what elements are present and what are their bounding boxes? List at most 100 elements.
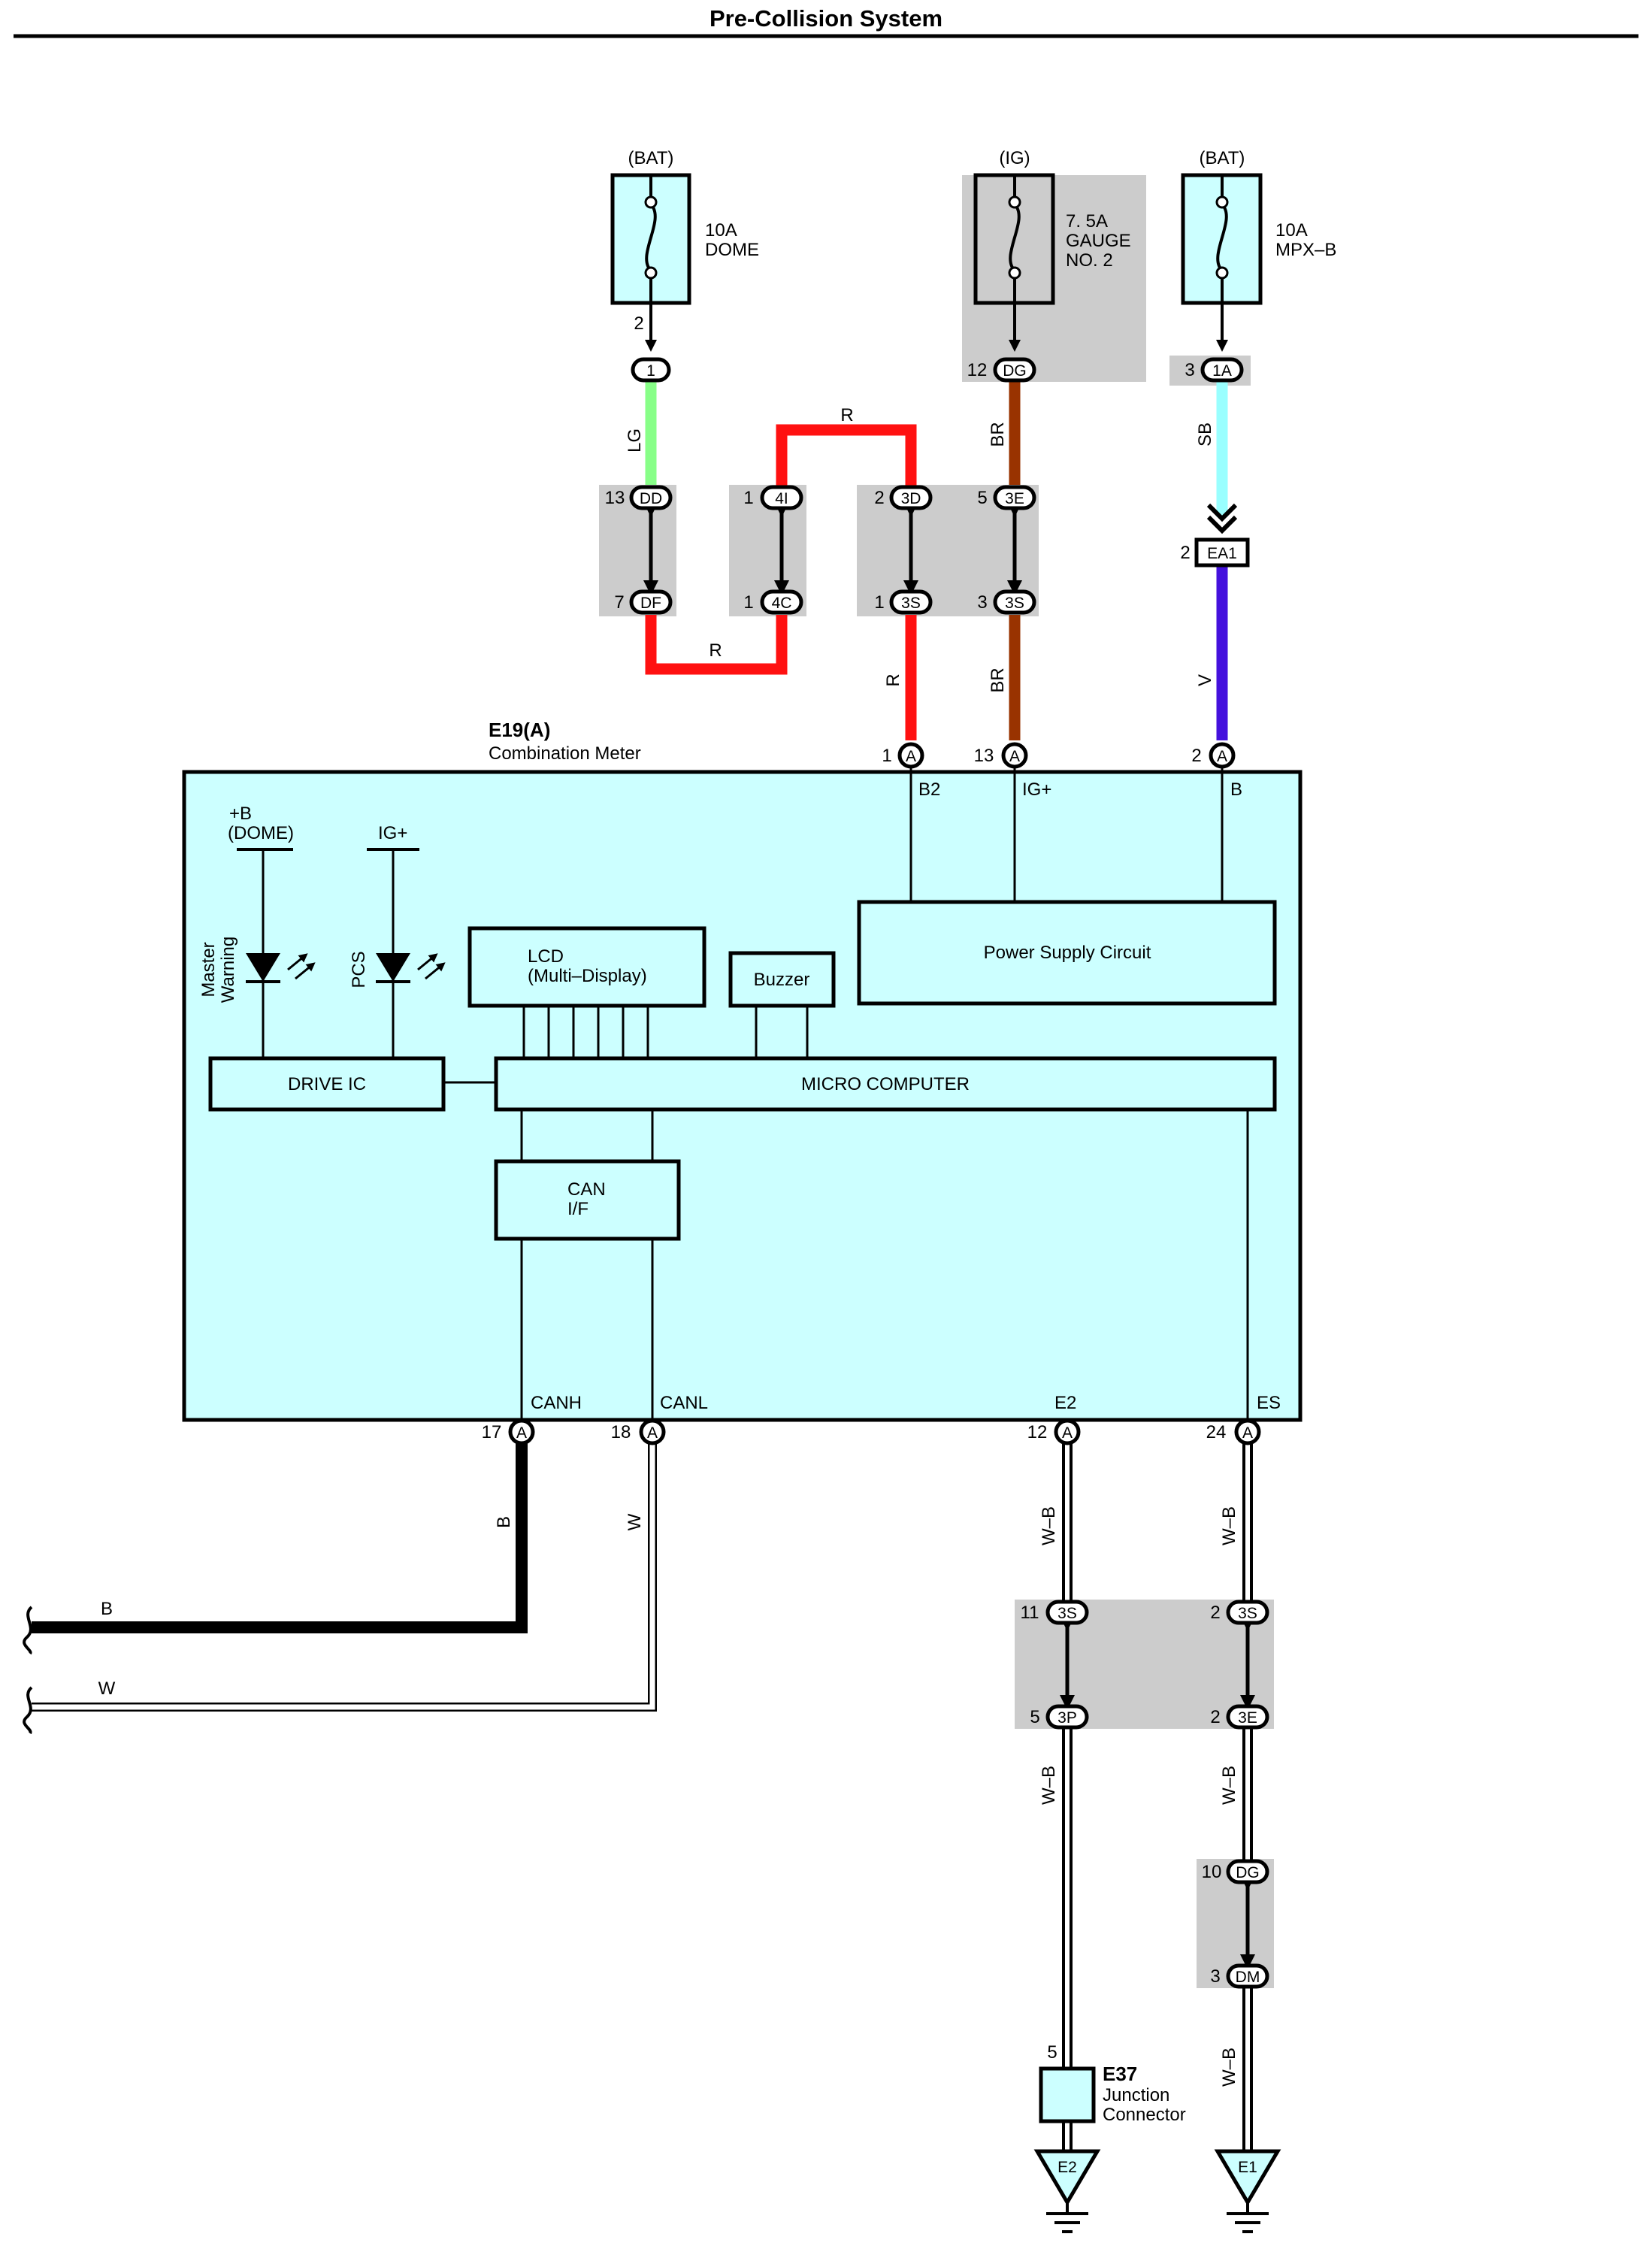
svg-text:2: 2: [874, 488, 884, 508]
svg-text:2: 2: [634, 313, 643, 334]
connector-3e-top: 3E 5: [977, 485, 1036, 510]
svg-text:12: 12: [967, 360, 988, 380]
svg-text:3D: 3D: [901, 490, 921, 507]
pcs-label: PCS: [349, 951, 369, 988]
svg-text:11: 11: [1021, 1603, 1039, 1623]
connector-dd: DD 13: [605, 485, 673, 510]
svg-text:A: A: [1217, 748, 1227, 765]
svg-text:1: 1: [874, 592, 884, 613]
wire-r-top: [776, 424, 917, 487]
connector-dg: DG 12: [967, 357, 1036, 383]
pin-label-canl: CANL: [660, 1393, 708, 1413]
micro-computer-box: [494, 1056, 1277, 1112]
ground-e1: E1: [1214, 2149, 1281, 2233]
power-b-dome: +B: [229, 804, 252, 824]
fuse-mpxb-source: (BAT): [1200, 148, 1245, 168]
svg-text:W–B: W–B: [1219, 1766, 1239, 1805]
connector-1a: 1A 3: [1185, 357, 1244, 383]
svg-text:A: A: [1009, 748, 1020, 765]
connector-3e-right: 3E 2: [1210, 1704, 1269, 1730]
ea1-double-chevron: [1206, 503, 1238, 534]
lower-wire-labels: B W B W W–B W–B W–B W–B W–B: [98, 1506, 1239, 2087]
svg-text:Junction: Junction: [1103, 2085, 1169, 2105]
wire-labels: LG R R R BR BR SB V: [625, 405, 1215, 693]
svg-text:3: 3: [1210, 1966, 1220, 1987]
connector-dg-bottom: DG 10: [1202, 1859, 1269, 1884]
svg-text:R: R: [883, 673, 903, 686]
svg-text:W: W: [625, 1513, 645, 1530]
svg-text:5: 5: [1047, 2042, 1057, 2063]
connector-3d: 3D 2: [874, 485, 933, 510]
junction-connector-e37: 5 E37 Junction Connector: [1039, 2042, 1186, 2125]
buzzer-box: [728, 951, 836, 1008]
connector-3s-right: 3S 2: [1210, 1600, 1269, 1625]
svg-text:24: 24: [1206, 1422, 1227, 1442]
svg-text:3: 3: [1185, 360, 1194, 380]
ground-e2: E2: [1033, 2149, 1101, 2233]
svg-text:5: 5: [977, 488, 987, 508]
pin-label-e2: E2: [1054, 1393, 1076, 1413]
svg-text:3: 3: [977, 592, 987, 613]
svg-text:DM: DM: [1236, 1969, 1260, 1986]
drive-ic-box: [208, 1056, 446, 1112]
fuse-dome-element: [645, 203, 657, 272]
svg-text:2: 2: [1210, 1707, 1220, 1727]
svg-text:13: 13: [974, 746, 994, 766]
fuse-dome-source: (BAT): [628, 148, 674, 168]
svg-text:4I: 4I: [775, 490, 788, 507]
lcd-box: [467, 926, 706, 1008]
meter-pin-canh: A 17: [482, 1418, 535, 1445]
svg-text:EA1: EA1: [1207, 545, 1237, 562]
svg-text:2: 2: [1191, 746, 1201, 766]
connector-3s-top: 3S 1: [874, 589, 933, 615]
svg-text:18: 18: [611, 1422, 631, 1442]
svg-text:DG: DG: [1003, 362, 1027, 380]
svg-text:12: 12: [1027, 1422, 1048, 1442]
pin-label-es: ES: [1257, 1393, 1281, 1413]
meter-name: Combination Meter: [489, 743, 641, 764]
master-warning-label2: Warning: [218, 937, 238, 1003]
svg-text:W–B: W–B: [1039, 1766, 1059, 1805]
svg-text:E2: E2: [1057, 2159, 1077, 2176]
master-warning-led: Master Warning: [198, 937, 316, 1003]
mating-arrows: [643, 502, 1022, 595]
svg-text:7: 7: [614, 592, 624, 613]
connector-1: 1 2: [631, 313, 671, 383]
svg-text:3S: 3S: [1238, 1605, 1257, 1622]
page-title: Pre-Collision System: [710, 5, 942, 32]
can-if-box: [494, 1159, 681, 1241]
fuse-gauge: (IG) 7. 5A GAUGE NO. 2: [973, 148, 1131, 305]
svg-text:V: V: [1195, 674, 1215, 686]
wire-canl-w: [32, 1443, 657, 1712]
connector-4i: 4I 1: [743, 485, 803, 510]
svg-text:1: 1: [743, 488, 753, 508]
svg-text:DD: DD: [640, 490, 662, 507]
fuse-mpxb-element: [1216, 203, 1228, 272]
break-w: [23, 1686, 33, 1735]
svg-text:2: 2: [1210, 1603, 1220, 1623]
power-igplus: IG+: [378, 823, 407, 843]
svg-text:E37: E37: [1103, 2063, 1137, 2085]
svg-text:A: A: [906, 748, 916, 765]
svg-text:E1: E1: [1238, 2159, 1257, 2176]
svg-text:B: B: [494, 1516, 514, 1528]
fuse-gauge-source: (IG): [999, 148, 1030, 168]
fuse-dome-rating: 10A: [705, 220, 737, 241]
fuse-gauge-name: GAUGE: [1066, 231, 1131, 251]
can-label: CAN: [567, 1179, 606, 1200]
meter-pin-igplus: A 13 IG+: [974, 742, 1051, 902]
svg-text:W–B: W–B: [1219, 1506, 1239, 1545]
svg-text:W–B: W–B: [1219, 2048, 1239, 2087]
connector-df: DF 7: [614, 589, 673, 615]
svg-text:B: B: [101, 1599, 113, 1619]
fuse-gauge-name2: NO. 2: [1066, 250, 1113, 271]
svg-text:5: 5: [1030, 1707, 1039, 1727]
svg-text:A: A: [1062, 1424, 1073, 1442]
svg-text:SB: SB: [1195, 422, 1215, 446]
pcs-led: PCS: [349, 951, 446, 988]
svg-text:4C: 4C: [772, 595, 792, 612]
can-label2: I/F: [567, 1199, 588, 1219]
svg-text:3P: 3P: [1057, 1709, 1077, 1727]
master-warning-label: Master: [198, 942, 219, 997]
svg-text:2: 2: [1180, 543, 1190, 563]
